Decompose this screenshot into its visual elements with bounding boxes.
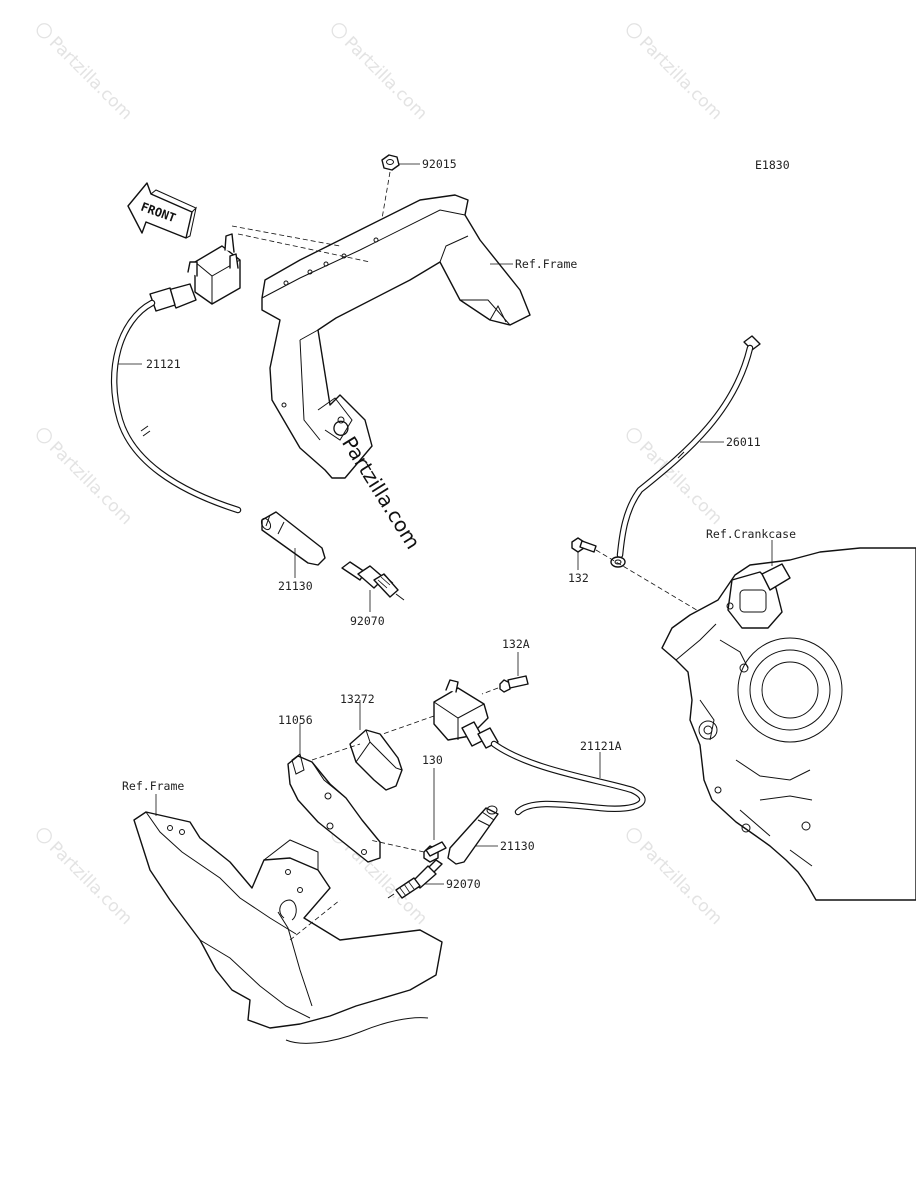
watermark: Partzilla.com — [626, 828, 726, 929]
spark-plug-top — [341, 561, 405, 601]
label-21130-top: 21130 — [278, 579, 313, 593]
watermark-text: Partzilla.com — [635, 33, 726, 124]
label-11056: 11056 — [278, 713, 313, 727]
label-21130-bottom: 21130 — [500, 839, 535, 853]
label-ref-crankcase: Ref.Crankcase — [706, 527, 796, 541]
bolt-130 — [423, 841, 447, 863]
bracket-11056 — [287, 753, 381, 863]
bolt-132 — [571, 537, 597, 553]
cable-21121A — [490, 740, 646, 816]
watermark: Partzilla.com — [626, 23, 726, 124]
frame-bracket-top — [261, 194, 531, 479]
watermark-text: Partzilla.com — [45, 438, 136, 529]
plug-cap-bottom — [447, 805, 499, 865]
bracket-13272 — [349, 729, 403, 791]
label-ref-frame-top: Ref.Frame — [515, 257, 577, 271]
label-130: 130 — [422, 753, 443, 767]
label-132: 132 — [568, 571, 589, 585]
ground-cable-26011 — [610, 335, 761, 568]
watermark: Partzilla.com — [36, 23, 136, 124]
center-watermark-text: Partzilla.com — [337, 432, 425, 553]
label-ref-frame-bottom: Ref.Frame — [122, 779, 184, 793]
ignition-coil-top — [149, 233, 241, 312]
watermark: Partzilla.com — [36, 428, 136, 529]
label-92070-bottom: 92070 — [446, 877, 481, 891]
spark-plug-bottom — [387, 859, 443, 899]
label-92070-top: 92070 — [350, 614, 385, 628]
watermark: Partzilla.com — [331, 23, 431, 124]
label-132A: 132A — [502, 637, 530, 651]
watermark: Partzilla.com — [626, 428, 726, 529]
label-21121A: 21121A — [580, 739, 622, 753]
frame-bottom — [133, 811, 443, 1044]
front-arrow: FRONT — [127, 182, 197, 239]
label-13272: 13272 — [340, 692, 375, 706]
plug-cap-top — [260, 511, 326, 566]
watermark-text: Partzilla.com — [635, 838, 726, 929]
nut-92015 — [381, 154, 400, 171]
bolt-132A — [499, 675, 529, 693]
watermark-text: Partzilla.com — [45, 838, 136, 929]
diagram-code: E1830 — [755, 158, 790, 172]
crankcase — [661, 547, 916, 901]
ignition-coil-bottom — [433, 679, 499, 749]
label-92015: 92015 — [422, 157, 457, 171]
watermark-text: Partzilla.com — [340, 33, 431, 124]
watermark-text: Partzilla.com — [45, 33, 136, 124]
label-21121: 21121 — [146, 357, 181, 371]
cable-21121 — [110, 299, 242, 514]
label-26011: 26011 — [726, 435, 761, 449]
watermark: Partzilla.com — [36, 828, 136, 929]
